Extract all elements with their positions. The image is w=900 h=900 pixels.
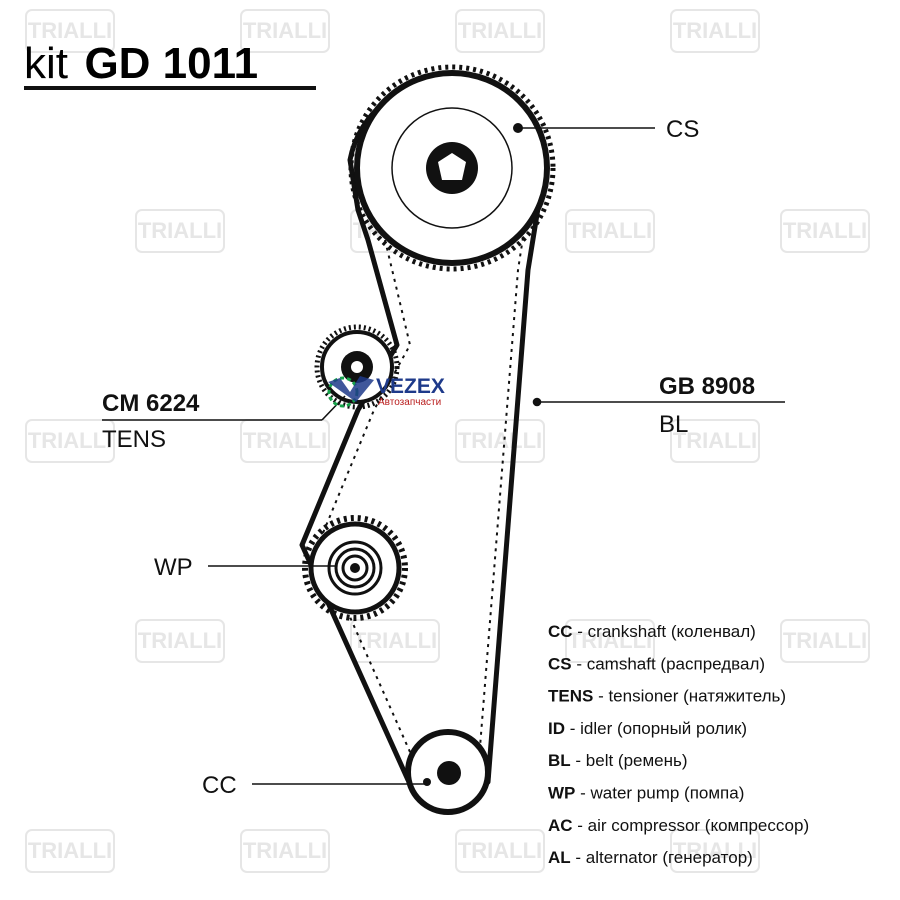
watermark-text: TRIALLI: [673, 428, 757, 453]
crankshaft-label: CC: [202, 772, 237, 799]
watermark-frame: [670, 829, 760, 873]
dealer-stamp: VEZEX Автозапчасти: [327, 375, 445, 408]
legend-description: - alternator (генератор): [571, 848, 753, 867]
tensioner-label: TENS: [102, 426, 166, 453]
legend-item: BL - belt (ремень): [548, 751, 688, 770]
title-prefix: kit: [24, 39, 68, 88]
legend-key: WP: [548, 784, 575, 803]
watermark-text: TRIALLI: [783, 218, 867, 243]
legend-key: CC: [548, 622, 573, 641]
water-pump-label: WP: [154, 554, 193, 581]
water-pump-pulley: [302, 515, 408, 621]
watermark-text: TRIALLI: [28, 18, 112, 43]
watermark-text: TRIALLI: [673, 18, 757, 43]
watermark-frame: [670, 419, 760, 463]
legend-key: TENS: [548, 687, 593, 706]
watermark-frame: [25, 9, 115, 53]
crankshaft-pulley: [405, 729, 491, 815]
legend-description: - tensioner (натяжитель): [593, 687, 786, 706]
belt-code-label: GB 8908: [659, 373, 755, 400]
svg-text:kit GD 1011: kit GD 1011: [24, 39, 258, 88]
legend-item: TENS - tensioner (натяжитель): [548, 687, 786, 706]
kit-title: kit GD 1011: [24, 39, 316, 90]
watermark-frame: [240, 829, 330, 873]
belt-label: BL: [659, 411, 688, 438]
legend-item: ID - idler (опорный ролик): [548, 719, 747, 738]
watermark-text: TRIALLI: [28, 428, 112, 453]
legend-item: WP - water pump (помпа): [548, 784, 744, 803]
leader-lines: [102, 127, 785, 785]
legend-key: ID: [548, 719, 565, 738]
logo-mark: [328, 376, 374, 402]
watermark-frame: [240, 9, 330, 53]
watermark-text: TRIALLI: [138, 218, 222, 243]
watermark-frame: [455, 829, 545, 873]
watermark-frame: [565, 209, 655, 253]
legend-key: BL: [548, 751, 571, 770]
title-code: GD 1011: [84, 39, 258, 88]
watermark-text: TRIALLI: [353, 628, 437, 653]
watermark-text: TRIALLI: [243, 18, 327, 43]
watermark-frame: [455, 9, 545, 53]
watermark-frame: [780, 209, 870, 253]
legend-item: CS - camshaft (распредвал): [548, 654, 765, 673]
watermark-text: TRIALLI: [673, 838, 757, 863]
tensioner-code-label: CM 6224: [102, 390, 200, 417]
watermark-text: TRIALLI: [568, 628, 652, 653]
watermark-text: TRIALLI: [458, 428, 542, 453]
legend-description: - air compressor (компрессор): [573, 816, 810, 835]
stamp-subtitle: Автозапчасти: [378, 397, 441, 408]
legend-description: - camshaft (распредвал): [572, 654, 765, 673]
watermark-text: TRIALLI: [243, 428, 327, 453]
watermark-frame: [350, 619, 440, 663]
watermark-frame: [25, 419, 115, 463]
watermark-frame: [455, 419, 545, 463]
legend-item: AC - air compressor (компрессор): [548, 816, 809, 835]
stamp-name: VEZEX: [376, 375, 445, 398]
watermark-text: TRIALLI: [138, 628, 222, 653]
legend-key: AL: [548, 848, 571, 867]
watermark-text: TRIALLI: [458, 838, 542, 863]
watermark-frame: [135, 209, 225, 253]
watermark-text: TRIALLI: [28, 838, 112, 863]
watermark-frame: [25, 829, 115, 873]
watermark-frame: [780, 619, 870, 663]
watermark-text: TRIALLI: [568, 218, 652, 243]
legend-key: CS: [548, 654, 572, 673]
legend: CC - crankshaft (коленвал)CS - camshaft …: [548, 622, 809, 867]
watermark-frame: [670, 9, 760, 53]
camshaft-pulley: [348, 64, 556, 272]
title-underline: [24, 86, 316, 90]
legend-description: - belt (ремень): [571, 751, 688, 770]
watermark-text: TRIALLI: [458, 18, 542, 43]
legend-description: - crankshaft (коленвал): [573, 622, 756, 641]
watermark-text: TRIALLI: [243, 838, 327, 863]
watermark-frame: [135, 619, 225, 663]
watermark-frame: [565, 619, 655, 663]
legend-item: AL - alternator (генератор): [548, 848, 753, 867]
legend-description: - idler (опорный ролик): [565, 719, 747, 738]
camshaft-label: CS: [666, 116, 699, 143]
legend-key: AC: [548, 816, 573, 835]
watermark-text: TRIALLI: [783, 628, 867, 653]
legend-description: - water pump (помпа): [575, 784, 744, 803]
legend-item: CC - crankshaft (коленвал): [548, 622, 756, 641]
belt-teeth: [316, 204, 529, 774]
